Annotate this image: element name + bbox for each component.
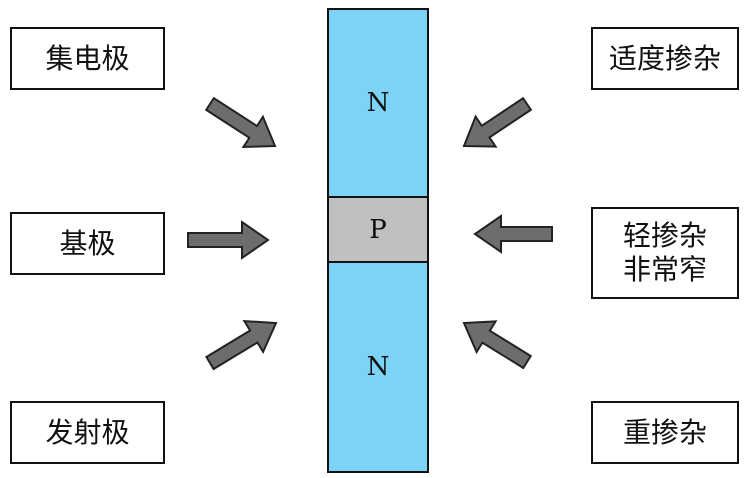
- emitter-label: 发射极: [45, 415, 130, 449]
- moderate-doping-label: 适度掺杂: [608, 41, 721, 75]
- arrow-base: [187, 220, 270, 260]
- emitter-label-box: 发射极: [10, 401, 165, 464]
- p-region-middle: P: [327, 196, 429, 263]
- arrow-heavy: [462, 320, 533, 370]
- n-region-bottom-label: N: [366, 352, 390, 382]
- moderate-doping-label-box: 适度掺杂: [591, 27, 739, 90]
- arrow-light: [473, 214, 553, 254]
- light-doping-label-line2: 非常窄: [622, 253, 707, 286]
- arrow-emitter: [205, 319, 278, 371]
- arrow-collector: [204, 96, 277, 149]
- collector-label-box: 集电极: [10, 27, 165, 90]
- light-doping-label-line1: 轻掺杂: [622, 219, 707, 253]
- base-label: 基极: [59, 226, 116, 260]
- light-doping-label-box: 轻掺杂 非常窄: [591, 207, 739, 299]
- heavy-doping-label: 重掺杂: [622, 415, 707, 449]
- n-region-top-label: N: [366, 88, 390, 118]
- arrow-group: [187, 96, 553, 371]
- p-region-middle-label: P: [369, 214, 387, 245]
- arrow-moderate: [462, 96, 533, 148]
- n-region-top: N: [327, 8, 429, 198]
- collector-label: 集电极: [45, 41, 130, 75]
- base-label-box: 基极: [10, 212, 165, 275]
- heavy-doping-label-box: 重掺杂: [591, 401, 739, 464]
